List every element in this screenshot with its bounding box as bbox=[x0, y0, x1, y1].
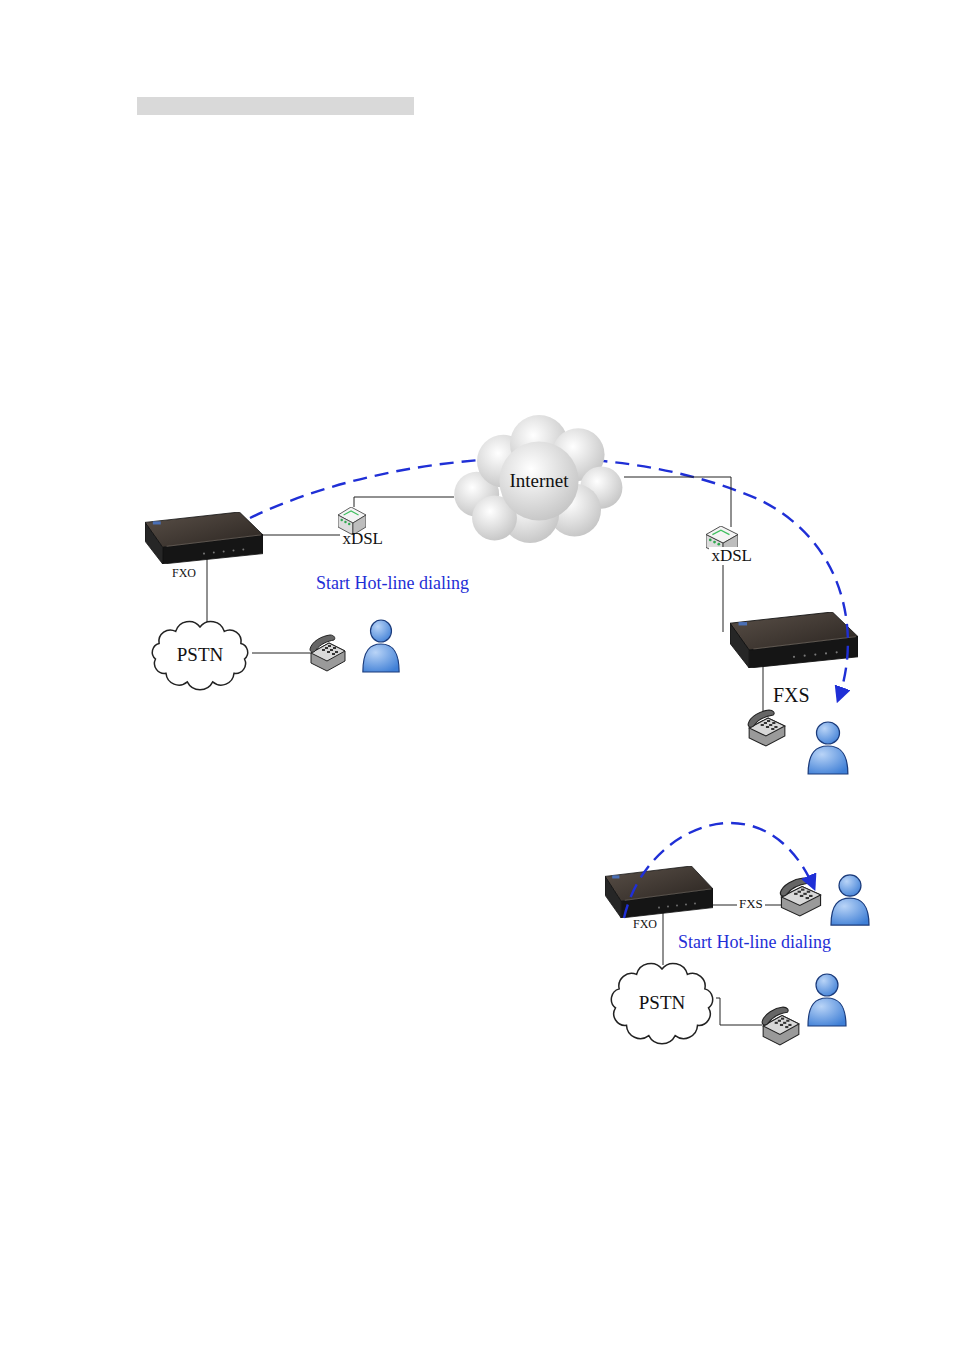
network-link bbox=[624, 477, 731, 527]
cloud-puff bbox=[499, 441, 578, 520]
internet-cloud: Internet bbox=[450, 415, 628, 547]
cloud-outline bbox=[152, 621, 247, 689]
wires bbox=[716, 998, 762, 1025]
xdsl-modem: xDSL bbox=[692, 527, 754, 585]
port-label: FXO bbox=[633, 918, 657, 931]
persons bbox=[808, 974, 846, 1026]
phones bbox=[748, 710, 785, 746]
wires bbox=[252, 653, 313, 654]
wires bbox=[207, 559, 208, 624]
hotline-arrows bbox=[624, 823, 814, 918]
gateway-devices bbox=[145, 512, 858, 918]
node-label: xDSL bbox=[342, 530, 383, 549]
persons bbox=[363, 620, 869, 1026]
gateway-devices bbox=[605, 866, 713, 918]
wires bbox=[663, 913, 664, 965]
cloud-outline bbox=[611, 964, 712, 1044]
phones bbox=[310, 635, 821, 1045]
hotline-note: Start Hot-line dialing bbox=[316, 574, 469, 594]
port-label: FXO bbox=[172, 567, 196, 580]
port-label: FXS bbox=[773, 684, 810, 706]
phones bbox=[310, 635, 345, 671]
node-label: PSTN bbox=[639, 993, 685, 1014]
node-label: xDSL bbox=[709, 547, 754, 566]
persons bbox=[808, 722, 848, 774]
phones bbox=[780, 878, 820, 916]
wires bbox=[723, 554, 724, 632]
phones bbox=[762, 1007, 799, 1045]
gateway-devices bbox=[730, 612, 858, 668]
xdsl-modem: xDSL bbox=[325, 507, 383, 571]
persons bbox=[363, 620, 399, 672]
wires bbox=[260, 535, 340, 536]
persons bbox=[831, 875, 869, 925]
node-label: PSTN bbox=[177, 645, 223, 666]
hotline-arrows bbox=[250, 458, 848, 918]
port-label: FXS bbox=[737, 897, 765, 911]
pstn-cloud: PSTN bbox=[146, 618, 254, 692]
network-link bbox=[354, 497, 454, 507]
hotline-note: Start Hot-line dialing bbox=[678, 933, 831, 953]
heading-bar bbox=[137, 97, 414, 115]
wires bbox=[763, 664, 764, 712]
pstn-cloud: PSTN bbox=[606, 960, 718, 1046]
node-label: Internet bbox=[509, 471, 568, 492]
gateway-devices bbox=[145, 512, 263, 564]
